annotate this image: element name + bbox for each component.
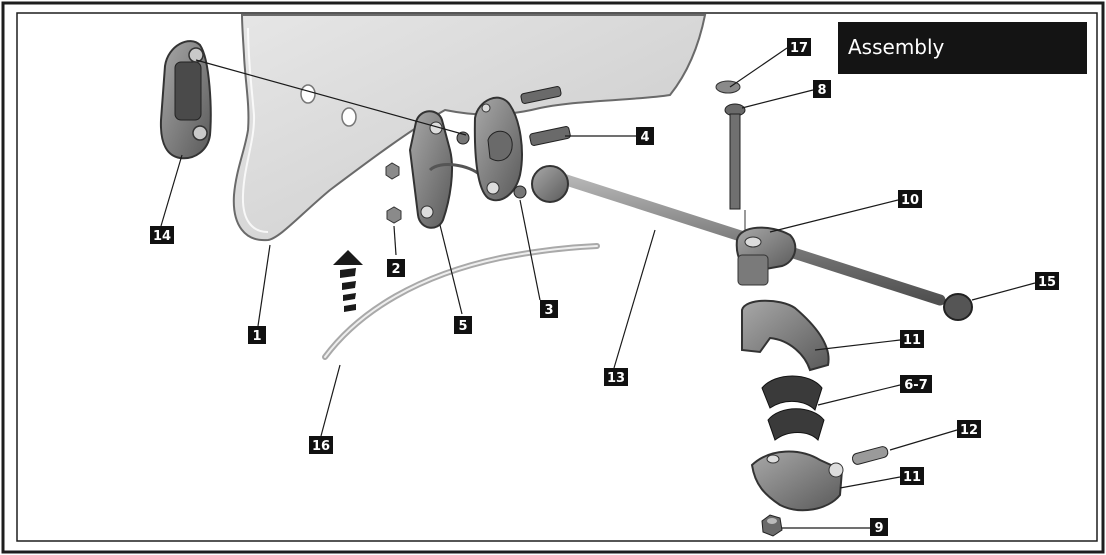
handlebar-clamp-upper-part	[741, 299, 830, 372]
svg-text:5: 5	[458, 319, 467, 334]
svg-text:10: 10	[901, 193, 919, 208]
callout-15: 15	[1035, 272, 1059, 290]
leader-lines	[160, 47, 1036, 529]
callout-13: 13	[604, 368, 628, 386]
bottom-nut-part	[761, 514, 783, 537]
callout-6-7: 6-7	[900, 375, 932, 393]
svg-text:6-7: 6-7	[904, 378, 928, 393]
callout-11-lower: 11	[900, 467, 924, 485]
callout-5: 5	[454, 316, 472, 334]
svg-text:16: 16	[312, 439, 330, 454]
callout-1: 1	[248, 326, 266, 344]
clamp-part	[473, 96, 523, 202]
svg-text:2: 2	[391, 262, 400, 277]
page-title: Assembly	[848, 35, 945, 59]
svg-text:12: 12	[960, 423, 978, 438]
windshield-part	[232, 14, 707, 242]
svg-text:3: 3	[544, 303, 553, 318]
svg-text:17: 17	[790, 41, 808, 56]
callout-2: 2	[387, 259, 405, 277]
end-cap-part	[943, 293, 973, 321]
callout-16: 16	[309, 436, 333, 454]
nut-part	[385, 162, 400, 180]
bolt-part	[520, 86, 571, 146]
svg-text:4: 4	[640, 130, 649, 145]
up-arrow-icon	[333, 250, 363, 312]
svg-text:1: 1	[252, 329, 261, 344]
callout-12: 12	[957, 420, 981, 438]
callout-8: 8	[813, 80, 831, 98]
svg-text:9: 9	[874, 521, 883, 536]
cover-plate-part	[159, 40, 212, 160]
pin-part	[851, 446, 889, 465]
svg-text:11: 11	[903, 333, 921, 348]
callout-10: 10	[898, 190, 922, 208]
callout-9: 9	[870, 518, 888, 536]
callout-17: 17	[787, 38, 811, 56]
svg-text:8: 8	[817, 83, 826, 98]
assembly-header: Assembly	[838, 22, 1087, 74]
clamp-insert-part	[761, 375, 825, 441]
svg-text:15: 15	[1038, 275, 1056, 290]
vertical-bolt-part	[715, 80, 746, 238]
nut-part	[386, 206, 402, 224]
inner-frame	[16, 12, 1098, 542]
callout-4: 4	[636, 127, 654, 145]
callout-14: 14	[150, 226, 174, 244]
callout-11-upper: 11	[900, 330, 924, 348]
svg-text:11: 11	[903, 470, 921, 485]
callout-3: 3	[540, 300, 558, 318]
handlebar-clamp-lower-part	[750, 450, 844, 512]
rod-clamp-part	[735, 226, 797, 286]
svg-text:13: 13	[607, 371, 625, 386]
svg-text:14: 14	[153, 229, 171, 244]
